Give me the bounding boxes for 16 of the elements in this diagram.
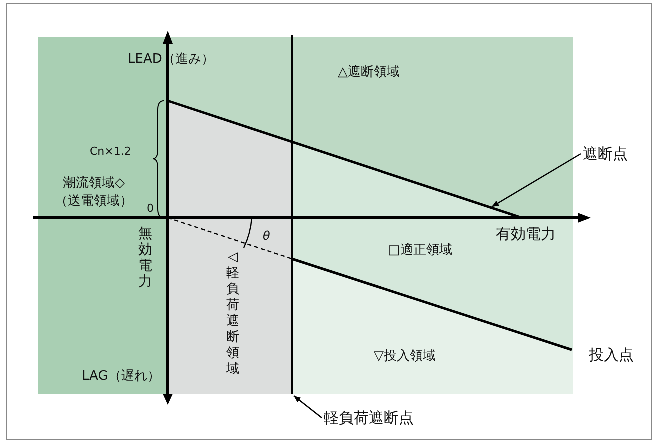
region-label: □適正領域	[388, 243, 452, 259]
axis-title: 有効電力	[496, 226, 556, 242]
leader-line	[294, 395, 322, 419]
angle-label: θ	[263, 228, 270, 244]
axis-label: LEAD（進み）	[128, 52, 214, 68]
axis-label: LAG（遅れ）	[82, 369, 160, 385]
region-label: 潮流領域◇（送電領域）	[54, 175, 134, 211]
axis-title: 無効電力	[138, 226, 154, 290]
callout-text: 軽負荷遮断点	[324, 409, 414, 427]
region-label: ◁軽負荷遮断領域	[226, 250, 240, 378]
callout-text: 遮断点	[583, 145, 628, 163]
region-label: ▽投入領域	[374, 349, 436, 365]
callout-text: 投入点	[589, 347, 634, 363]
value-label: 0	[147, 201, 154, 217]
region-label: △遮断領域	[338, 65, 400, 81]
value-label: Cn×1.2	[90, 144, 132, 160]
